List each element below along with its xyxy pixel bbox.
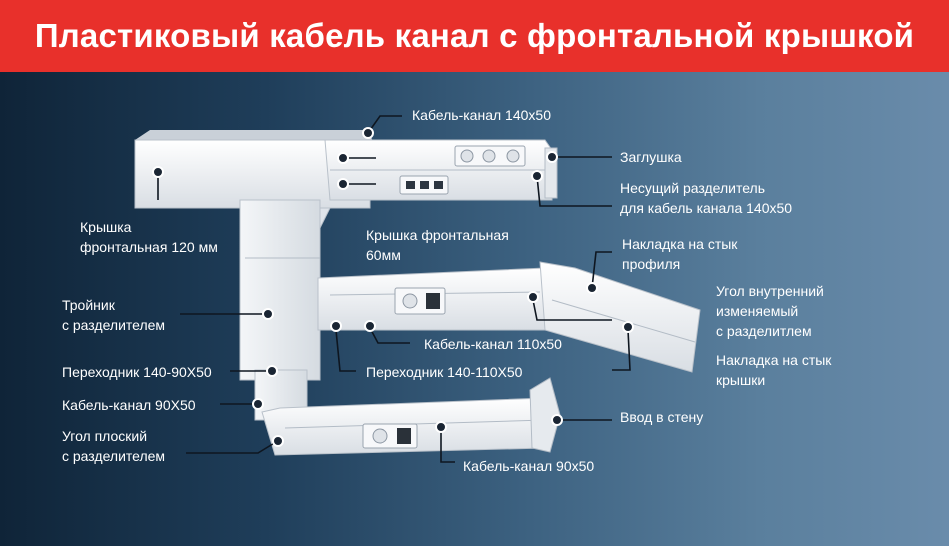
label-end-cap: Заглушка	[620, 149, 682, 165]
tee-vertical	[239, 199, 331, 421]
callout-dots	[152, 127, 634, 447]
label-wall-entry: Ввод в стену	[620, 409, 704, 425]
duct-110x50	[317, 261, 701, 373]
label-adapter-140-110: Переходник 140-110X50	[366, 364, 523, 380]
label-flat-corner: Угол плоский с разделителем	[62, 428, 166, 464]
label-cable-duct-110x50: Кабель-канал 110x50	[424, 336, 562, 352]
label-adapter-140-90: Переходник 140-90X50	[62, 364, 212, 380]
label-cover-joint: Накладка на стык крышки	[716, 352, 832, 388]
label-cable-duct-90x50-left: Кабель-канал 90X50	[62, 397, 196, 413]
label-inner-corner: Угол внутренний изменяемый с разделитлем	[716, 283, 824, 339]
cable-duct-illustration	[134, 115, 701, 463]
label-front-cover-120: Крышка фронтальная 120 мм	[80, 219, 218, 255]
page-title: Пластиковый кабель канал с фронтальной к…	[34, 17, 915, 54]
title-banner: Пластиковый кабель канал с фронтальной к…	[0, 0, 949, 72]
label-tee-with-divider: Тройник с разделителем	[62, 297, 166, 333]
label-cable-duct-90x50-bottom: Кабель-канал 90x50	[463, 458, 595, 474]
label-profile-joint-cover: Накладка на стык профиля	[622, 236, 738, 272]
leader-lines	[157, 115, 631, 463]
label-support-divider: Несущий разделитель для кабель канала 14…	[620, 180, 793, 216]
label-front-cover-60: Крышка фронтальная 60мм	[366, 227, 509, 263]
duct-90x50	[261, 377, 561, 456]
duct-140x50	[134, 130, 558, 209]
label-cable-duct-140x50: Кабель-канал 140x50	[412, 107, 551, 123]
